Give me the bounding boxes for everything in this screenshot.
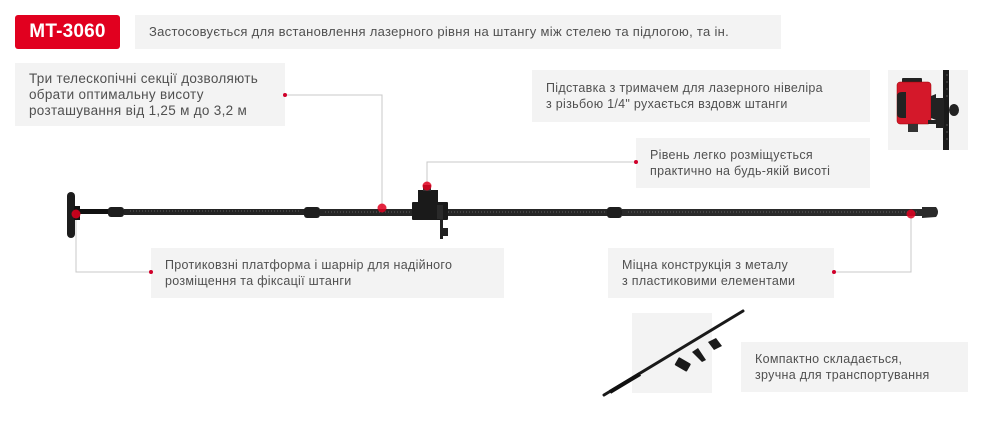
- laser-level-image: [896, 70, 959, 150]
- feature-compact: Компактно складається, зручна для трансп…: [741, 342, 968, 392]
- intro-box: Застосовується для встановлення лазерног…: [135, 15, 781, 49]
- model-badge: MT-3060: [15, 15, 120, 49]
- feature-stand: Підставка з тримачем для лазерного нівел…: [532, 70, 870, 122]
- laser-level-thumbnail: [888, 70, 968, 150]
- feature-platform: Протиковзні платформа і шарнір для надій…: [151, 248, 504, 298]
- feature-metal: Міцна конструкція з металу з пластиковим…: [608, 248, 834, 298]
- model-label: MT-3060: [29, 21, 106, 42]
- feature-platform-text: Протиковзні платформа і шарнір для надій…: [165, 258, 453, 288]
- feature-stand-text: Підставка з тримачем для лазерного нівел…: [546, 81, 823, 111]
- extension-pole: [67, 185, 938, 239]
- feature-telescopic-text: Три телескопічні секції дозволяють обрат…: [29, 70, 259, 118]
- feature-level-text: Рівень легко розміщується практично на б…: [650, 148, 831, 178]
- folded-pole-thumbnail: [632, 313, 712, 393]
- feature-telescopic: Три телескопічні секції дозволяють обрат…: [15, 63, 285, 126]
- feature-level: Рівень легко розміщується практично на б…: [636, 138, 870, 188]
- feature-compact-text: Компактно складається, зручна для трансп…: [755, 352, 930, 382]
- intro-text: Застосовується для встановлення лазерног…: [149, 24, 730, 39]
- feature-metal-text: Міцна конструкція з металу з пластиковим…: [622, 258, 796, 288]
